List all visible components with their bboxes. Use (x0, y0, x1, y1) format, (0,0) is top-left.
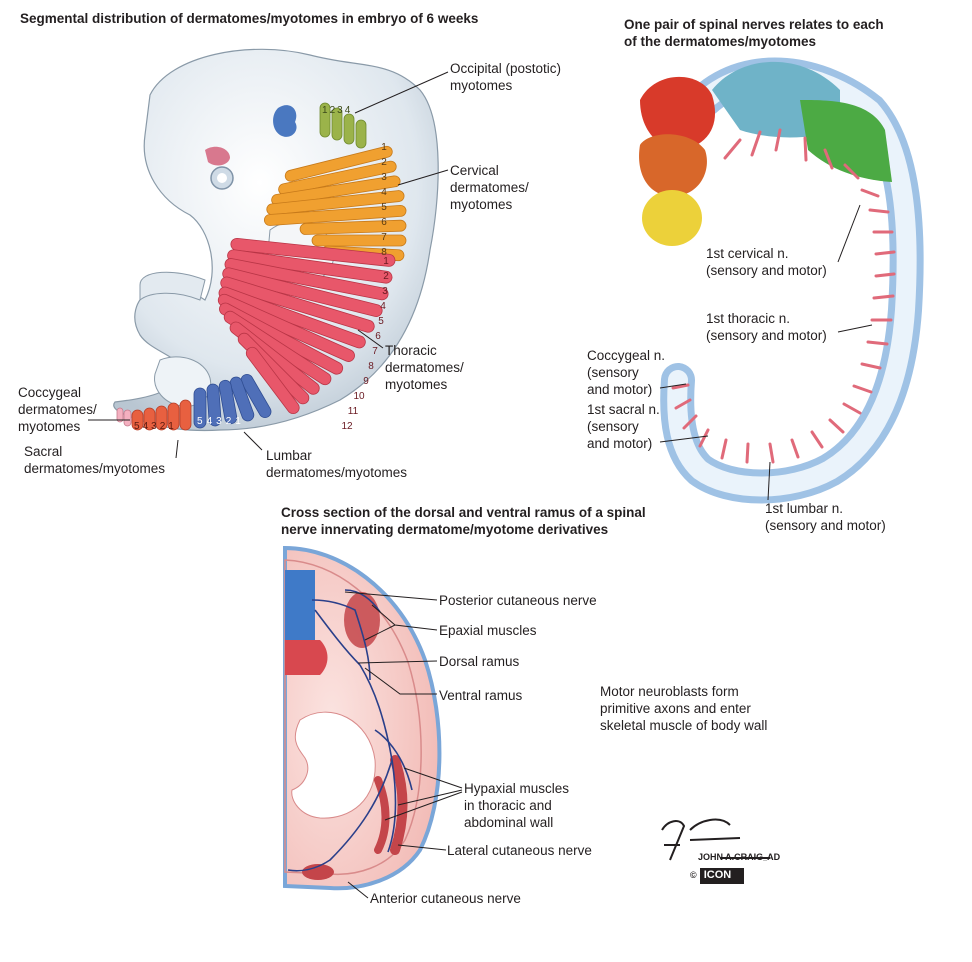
sacral-numbers: 54321 (134, 421, 177, 432)
cervical-nerve-label: 1st cervical n.(sensory and motor) (706, 246, 827, 278)
occipital-numbers: 1234 (322, 105, 353, 116)
sacral-segments (131, 399, 192, 431)
nerve-pairs (671, 128, 896, 464)
dorsal-ramus-label: Dorsal ramus (439, 654, 520, 669)
panel2-title: One pair of spinal nerves relates to eac… (624, 17, 884, 49)
thoracic-segments (217, 237, 396, 414)
coccygeal-segments (116, 407, 132, 427)
epaxial-label: Epaxial muscles (439, 623, 537, 638)
panel3-title: Cross section of the dorsal and ventral … (281, 505, 646, 537)
icon-logo-graphic (700, 868, 744, 884)
panel3-leader-lines (344, 591, 463, 899)
panel1-title: Segmental distribution of dermatomes/myo… (20, 11, 479, 26)
lateral-cutaneous-label: Lateral cutaneous nerve (447, 843, 592, 858)
panel2-leader-lines (659, 204, 873, 501)
posterior-cutaneous-label: Posterior cutaneous nerve (439, 593, 597, 608)
signature-mark (661, 818, 770, 861)
icon-logo: © ICON (690, 869, 732, 881)
coauthor-credit: JOHN A.CRAIG_AD (698, 852, 781, 862)
lumbar-nerve-label: 1st lumbar n.(sensory and motor) (765, 501, 886, 533)
lumbar-segments (193, 374, 272, 429)
cross-section-illustration (283, 545, 442, 891)
occipital-label: Occipital (postotic)myotomes (450, 61, 562, 93)
panel1-leader-lines (88, 71, 449, 459)
thoracic-nerve-label: 1st thoracic n.(sensory and motor) (706, 311, 827, 343)
anterior-cutaneous-label: Anterior cutaneous nerve (370, 891, 521, 906)
artist-signature: F. Netter M.D. (664, 826, 665, 827)
ventral-ramus-label: Ventral ramus (439, 688, 523, 703)
spinal-cord-illustration (639, 57, 924, 504)
occipital-segments (319, 102, 367, 149)
lumbar-numbers: 54321 (197, 416, 245, 427)
